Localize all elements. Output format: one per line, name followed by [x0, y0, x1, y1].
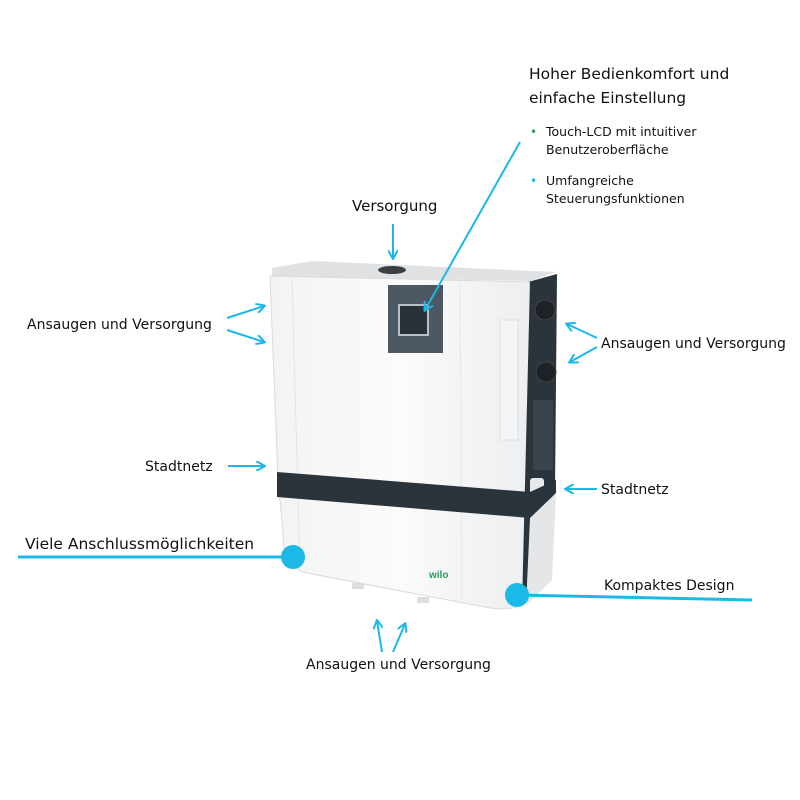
- bottom-port: [417, 597, 429, 603]
- side-port-icon: [535, 361, 557, 383]
- label-right-intake: Ansaugen und Versorgung: [601, 336, 786, 352]
- arrow-icon: [226, 329, 264, 342]
- bullet-text: Benutzeroberfläche: [546, 142, 669, 157]
- top-port: [378, 266, 406, 274]
- brand-logo: wilo: [428, 570, 448, 581]
- arrow-icon: [567, 324, 598, 339]
- bullet-text: Touch-LCD mit intuitiver: [546, 124, 697, 139]
- device-top: [272, 261, 556, 281]
- label-left-intake: Ansaugen und Versorgung: [27, 317, 212, 333]
- device-lower-side: [526, 493, 556, 606]
- panel-seam: [291, 277, 301, 571]
- heading-line: Hoher Bedienkomfort und: [529, 65, 730, 83]
- panel-seam: [459, 281, 463, 601]
- bullet-text: Steuerungsfunktionen: [546, 191, 685, 206]
- feature-heading: Hoher Bedienkomfort und einfache Einstel…: [529, 62, 729, 110]
- touch-lcd-screen: [398, 304, 429, 336]
- callout-arrows: [18, 141, 753, 653]
- label-right-mains: Stadtnetz: [601, 482, 669, 498]
- bullet-icon: •: [530, 174, 538, 188]
- arrow-icon: [226, 306, 264, 319]
- side-recess: [499, 319, 519, 441]
- heading-line: einfache Einstellung: [529, 89, 687, 107]
- device-band: [277, 472, 556, 518]
- callout-line: [516, 593, 753, 602]
- callout-dot: [505, 583, 529, 607]
- bottom-port: [352, 583, 364, 589]
- arrow-icon: [425, 141, 521, 310]
- bullet-icon: •: [530, 125, 538, 139]
- feature-list: • Touch-LCD mit intuitiver Benutzeroberf…: [530, 123, 697, 221]
- arrow-icon: [392, 624, 405, 653]
- label-bottom-intake: Ansaugen und Versorgung: [306, 657, 491, 673]
- list-item: • Touch-LCD mit intuitiver Benutzeroberf…: [530, 123, 697, 159]
- label-compact-design: Kompaktes Design: [604, 578, 735, 594]
- side-port-icon: [534, 299, 556, 321]
- water-unit-device: wilo: [269, 261, 557, 610]
- callout-dot: [281, 545, 305, 569]
- arrow-icon: [570, 346, 598, 362]
- label-versorgung: Versorgung: [352, 197, 438, 215]
- label-connections: Viele Anschlussmöglichkeiten: [25, 535, 255, 553]
- vent-grille: [533, 400, 553, 470]
- list-item: • Umfangreiche Steuerungsfunktionen: [530, 172, 697, 208]
- arrow-icon: [377, 621, 382, 653]
- label-left-mains: Stadtnetz: [145, 459, 213, 475]
- bullet-text: Umfangreiche: [546, 173, 634, 188]
